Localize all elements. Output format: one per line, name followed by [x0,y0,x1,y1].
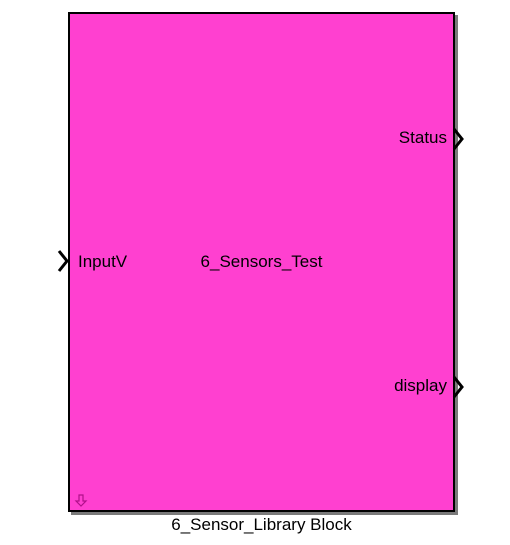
subsystem-block[interactable]: InputV 6_Sensors_Test Status display [68,12,455,512]
outport-label-status: Status [398,128,447,147]
outport-status-arrow-icon[interactable] [451,127,465,151]
block-inner-name: 6_Sensors_Test [200,252,323,271]
block-caption[interactable]: 6_Sensor_Library Block [171,515,352,534]
inport-inputv-arrow-icon[interactable] [56,249,70,273]
outport-display-arrow-icon[interactable] [451,375,465,399]
outport-label-display: display [394,376,447,395]
down-arrow-icon [74,494,88,507]
inport-label-inputv: InputV [78,252,128,271]
